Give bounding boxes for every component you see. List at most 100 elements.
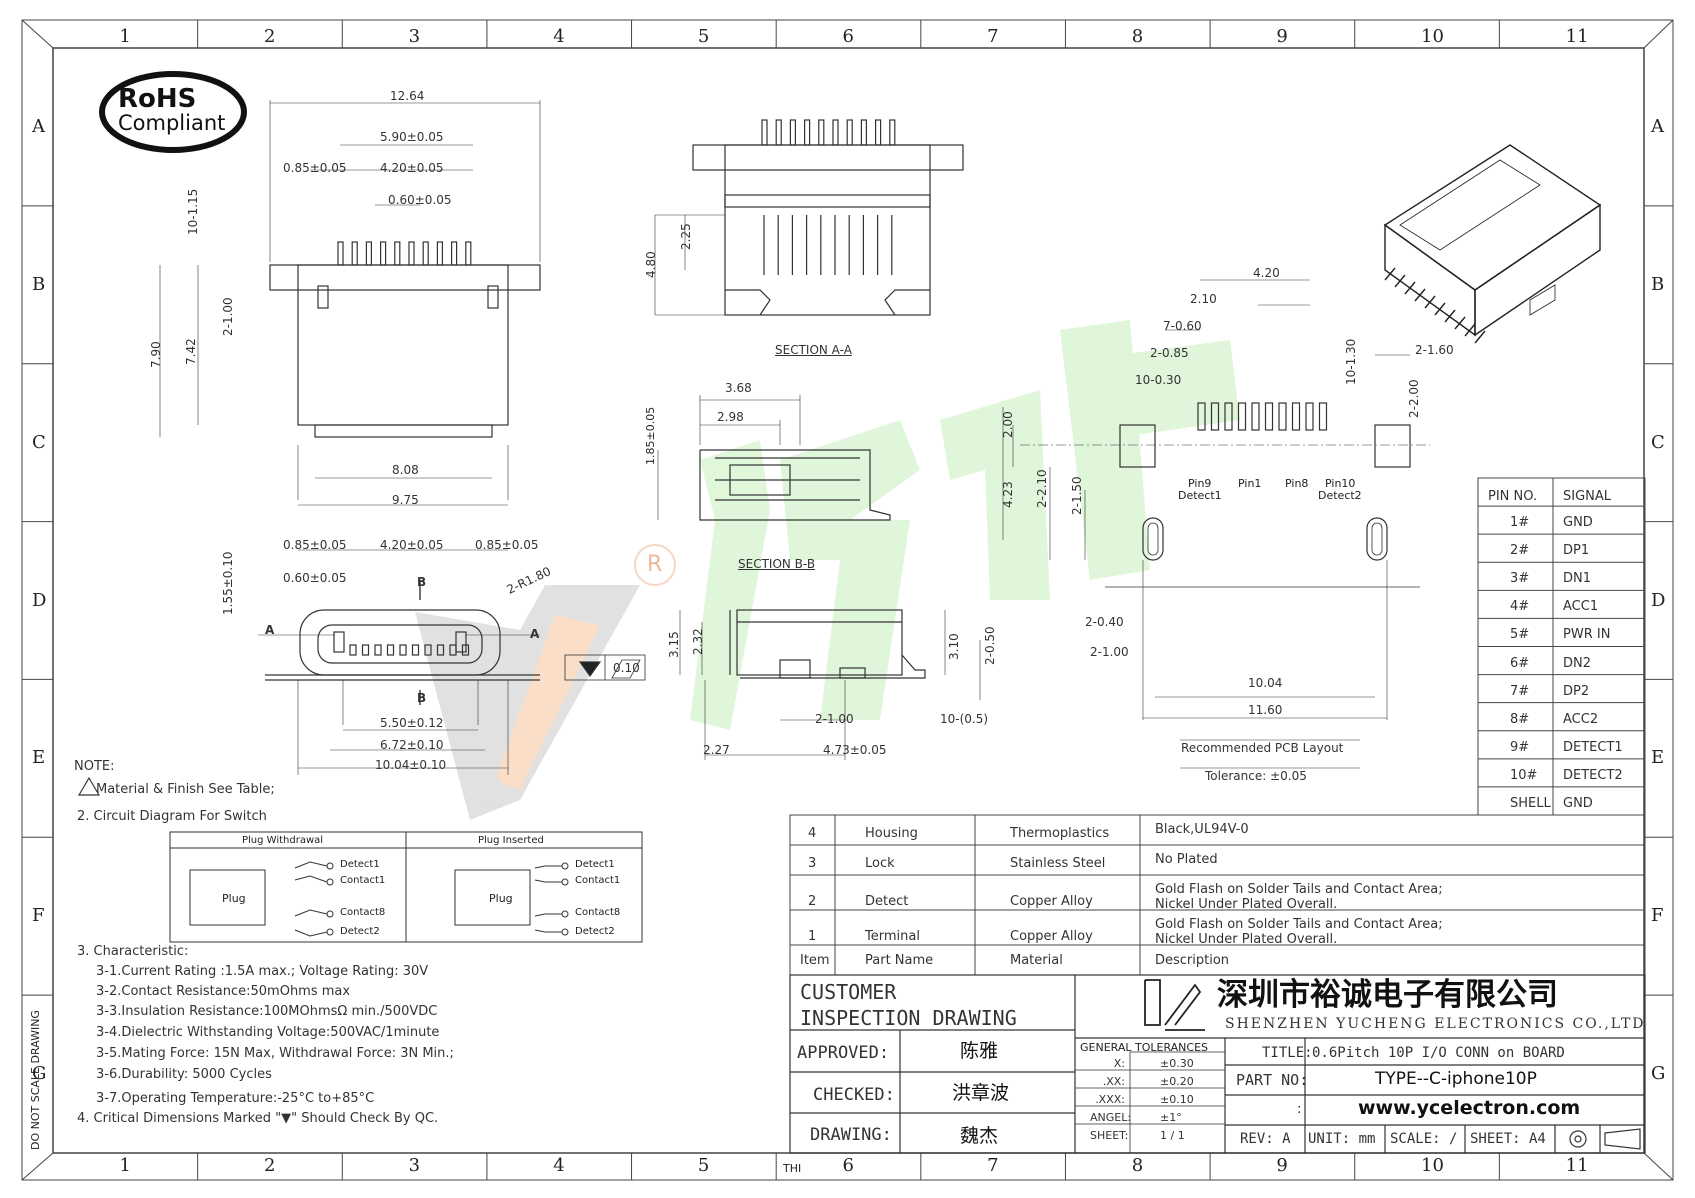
pcb-pin10: Pin10 <box>1325 477 1356 490</box>
note-3-5: 3-5.Mating Force: 15N Max, Withdrawal Fo… <box>96 1046 454 1061</box>
pin-table-signal: PWR IN <box>1563 627 1611 643</box>
pcb-dim-2-10: 2.10 <box>1190 292 1217 306</box>
rohs-logo-oval <box>99 71 247 153</box>
pin-table-no: 7# <box>1510 683 1530 699</box>
note-3-6: 3-6.Durability: 5000 Cycles <box>96 1067 272 1082</box>
column-label-top: 2 <box>263 26 276 47</box>
title-value: 0.6Pitch 10P I/O CONN on BOARD <box>1312 1045 1565 1061</box>
side-dim-3-15: 3.15 <box>667 631 681 658</box>
circuit-right-title: Plug Inserted <box>478 835 544 846</box>
mat-material: Copper Alloy <box>1010 929 1093 944</box>
pin-table-no: 6# <box>1510 655 1530 671</box>
front-label-b1: B <box>417 575 427 589</box>
mat-part-name: Terminal <box>865 929 920 944</box>
corner-text: THI <box>783 1162 802 1175</box>
pin-table-signal: GND <box>1563 795 1593 811</box>
pin-table-signal: DN1 <box>1563 571 1592 587</box>
pin-table-no: SHELL <box>1510 795 1551 811</box>
row-label-right: D <box>1651 589 1666 611</box>
note-2: 2. Circuit Diagram For Switch <box>77 809 267 824</box>
circuit-right-detect2: Detect2 <box>575 926 615 937</box>
pin-table-signal: ACC1 <box>1563 599 1599 615</box>
pcb-dim-2-210: 2-2.10 <box>1035 469 1049 508</box>
front-label-a1: A <box>265 623 275 637</box>
aa-dim-2-25: 2.25 <box>679 223 693 250</box>
note-3-4: 3-4.Dielectric Withstanding Voltage:500V… <box>96 1025 440 1040</box>
column-label-top: 9 <box>1276 26 1288 47</box>
gt-value: ±1° <box>1160 1111 1182 1124</box>
bb-dim-3-68: 3.68 <box>725 381 752 395</box>
pcb-dim-2-085: 2-0.85 <box>1150 346 1189 360</box>
column-label-bottom: 6 <box>842 1155 854 1176</box>
circuit-plug-right: Plug <box>489 892 513 905</box>
bb-dim-1-85: 1.85±0.05 <box>644 406 657 465</box>
mat-item: 4 <box>808 826 817 841</box>
note-3: 3. Characteristic: <box>77 944 189 959</box>
dim-2-100: 2-1.00 <box>221 297 235 336</box>
mat-material: Copper Alloy <box>1010 894 1093 909</box>
gt-label: .XXX: <box>1095 1093 1125 1106</box>
row-label-right: E <box>1651 747 1665 769</box>
side-dim-2-050: 2-0.50 <box>983 626 997 665</box>
warning-triangle-icon <box>77 776 101 796</box>
front-dim-0-85b: 0.85±0.05 <box>475 538 539 552</box>
row-label-right: F <box>1651 905 1664 927</box>
column-label-top: 6 <box>842 26 854 47</box>
column-label-bottom: 5 <box>697 1155 710 1176</box>
row-label-right: B <box>1651 273 1665 295</box>
pcb-dim-2-100: 2-1.00 <box>1090 645 1129 659</box>
bb-dim-2-98: 2.98 <box>717 410 744 424</box>
circuit-plug-left: Plug <box>222 892 246 905</box>
circuit-left-contact8: Contact8 <box>340 907 386 918</box>
gt-value: ±0.10 <box>1160 1093 1194 1106</box>
pcb-dim-11-60: 11.60 <box>1248 703 1283 717</box>
pin-table-grid <box>1477 477 1646 816</box>
front-label-b2: B <box>417 691 427 705</box>
pin-table-signal: GND <box>1563 515 1593 531</box>
pcb-dim-2-040: 2-0.40 <box>1085 615 1124 629</box>
row-label-left: C <box>32 431 46 453</box>
website: www.ycelectron.com <box>1358 1097 1581 1119</box>
column-label-bottom: 11 <box>1565 1155 1589 1176</box>
pin-table-signal: DETECT1 <box>1563 739 1623 755</box>
drawing-label: DRAWING: <box>810 1125 892 1145</box>
pin-table-no: 5# <box>1510 627 1530 643</box>
website-colon: : <box>1297 1102 1302 1117</box>
front-dim-5-50: 5.50±0.12 <box>380 716 444 730</box>
circuit-left-detect1: Detect1 <box>340 859 380 870</box>
title-block-grid <box>789 974 1646 1154</box>
side-note: DO NOT SCALE DRAWING <box>29 1010 42 1150</box>
watermark-r: R <box>647 552 663 577</box>
front-label-a2: A <box>530 627 540 641</box>
pcb-dim-10-030: 10-0.30 <box>1135 373 1182 387</box>
dim-12-64: 12.64 <box>390 89 425 103</box>
pcb-pin9: Pin9 <box>1188 477 1212 490</box>
column-label-top: 5 <box>697 26 710 47</box>
dim-7-42: 7.42 <box>184 338 198 365</box>
pcb-pin1: Pin1 <box>1238 477 1262 490</box>
unit: UNIT: mm <box>1308 1131 1376 1147</box>
column-label-bottom: 10 <box>1421 1155 1444 1176</box>
note-3-1: 3-1.Current Rating :1.5A max.; Voltage R… <box>96 964 429 979</box>
circuit-diagram <box>169 831 643 943</box>
column-label-top: 11 <box>1565 26 1589 47</box>
side-dim-2-100: 2-1.00 <box>815 712 854 726</box>
mat-part-name: Lock <box>865 856 895 871</box>
dim-7-90: 7.90 <box>149 341 163 368</box>
row-label-left: B <box>32 273 46 295</box>
pin-table-no: 10# <box>1510 767 1538 783</box>
side-dim-4-73: 4.73±0.05 <box>823 743 887 757</box>
mat-description-2: Nickel Under Plated Overall. <box>1155 897 1338 912</box>
column-label-top: 4 <box>553 26 565 47</box>
pin-table-no: 8# <box>1510 711 1530 727</box>
mat-description: Gold Flash on Solder Tails and Contact A… <box>1155 882 1443 897</box>
gt-value: ±0.30 <box>1160 1057 1194 1070</box>
section-bb-title: SECTION B-B <box>738 557 816 571</box>
isometric-view <box>1383 144 1602 344</box>
row-label-left: G <box>32 1063 47 1085</box>
row-label-left: F <box>32 905 45 927</box>
pcb-dim-10-04: 10.04 <box>1248 676 1283 690</box>
side-dim-2-27: 2.27 <box>703 743 730 757</box>
mat-header-item: Item <box>800 953 830 968</box>
front-dim-1-55: 1.55±0.10 <box>221 551 235 616</box>
